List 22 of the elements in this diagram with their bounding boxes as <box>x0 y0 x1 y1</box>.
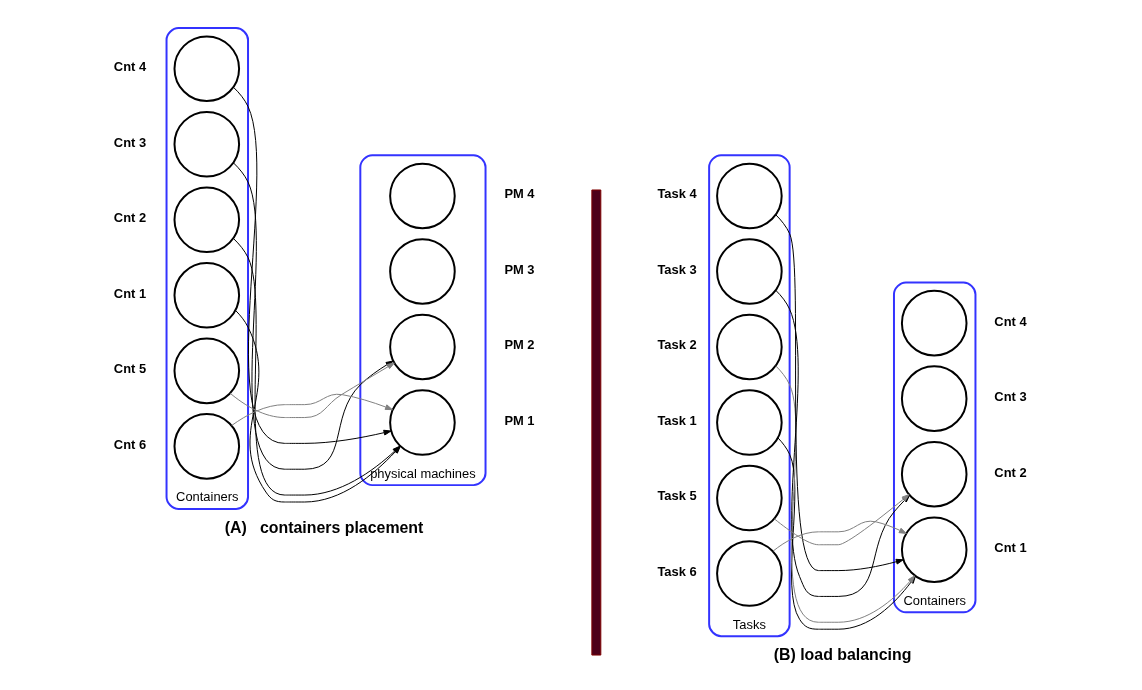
label: (B) load balancing <box>773 645 912 663</box>
node-label: PM 4 <box>504 186 535 202</box>
node-label: Task 5 <box>657 488 697 504</box>
node-label: Cnt 3 <box>113 134 147 150</box>
node-label: Cnt 1 <box>113 285 147 301</box>
node-label: Task 6 <box>657 563 697 579</box>
node-label: PM 3 <box>504 261 535 277</box>
node-label: PM 1 <box>504 412 535 428</box>
node-label: Cnt 4 <box>113 59 147 75</box>
node-label: Cnt 2 <box>113 210 147 226</box>
node-label: Task 2 <box>657 337 697 353</box>
node-label: Cnt 2 <box>994 464 1027 480</box>
node-label: Task 3 <box>657 261 697 277</box>
node-label: Cnt 5 <box>113 361 147 377</box>
label: (A) containers placement <box>224 518 424 536</box>
node-label: Cnt 4 <box>994 313 1027 329</box>
node-label: Cnt 6 <box>113 436 147 452</box>
node-label: Task 4 <box>657 186 697 202</box>
node-label: Cnt 1 <box>994 540 1027 556</box>
node-label: Task 1 <box>657 412 697 428</box>
node-label: PM 2 <box>504 337 535 353</box>
node-label: Cnt 3 <box>994 389 1027 405</box>
